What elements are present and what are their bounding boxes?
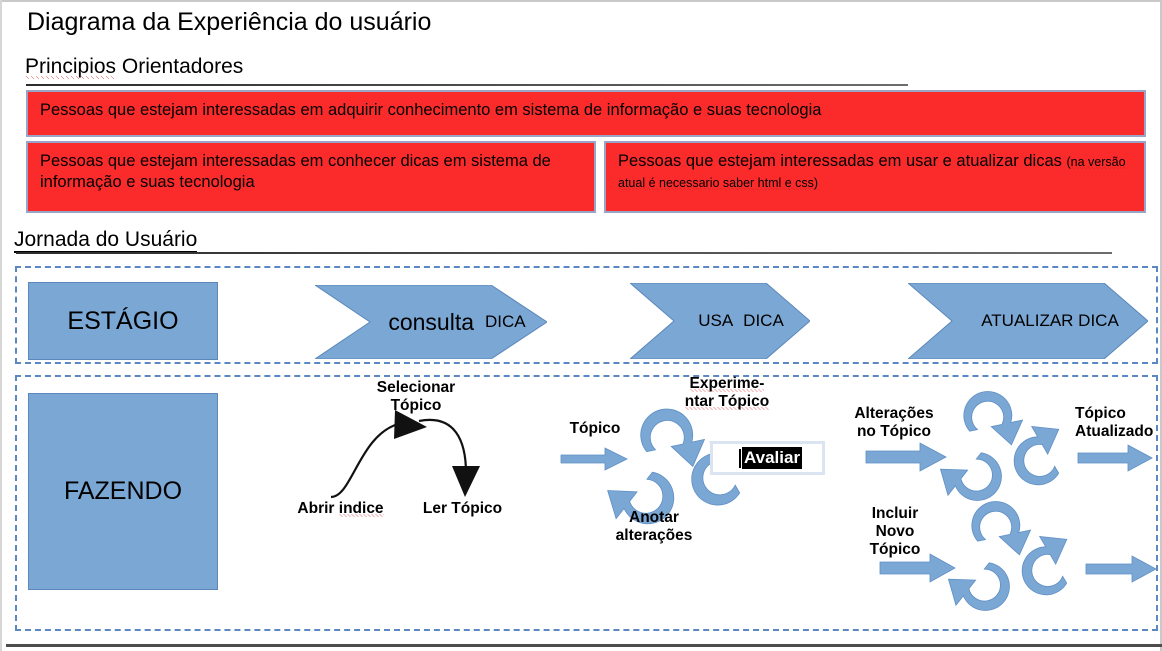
section-heading-principios-rest: Orientadores: [116, 55, 244, 78]
section-heading-jornada: Jornada do Usuário: [14, 228, 198, 253]
label-topico-atualizado-line1: Tópico: [1075, 405, 1126, 422]
principle-box-1[interactable]: Pessoas que estejam interessadas em adqu…: [26, 90, 1146, 137]
label-anotar-alteracoes-line1: Anotar: [629, 509, 679, 526]
label-experimentar-topico-line2: ntar Tópico: [684, 392, 770, 410]
journey-doing-row-container: [15, 375, 1158, 631]
section-rule-principios: [26, 84, 908, 86]
chevron-right-icon: [630, 283, 810, 359]
avaliar-textbox[interactable]: Avaliar: [710, 441, 825, 475]
stage-chevron-consulta[interactable]: consulta DICA: [315, 285, 547, 359]
principle-box-1-text: Pessoas que estejam interessadas em adqu…: [40, 101, 822, 119]
label-abrir-indice: Abrir indice: [283, 500, 398, 518]
journey-stage-row-container: [15, 266, 1158, 364]
principle-box-2-text: Pessoas que estejam interessadas em conh…: [40, 152, 551, 192]
label-alteracoes-no-topico-line1: Alterações: [854, 405, 934, 422]
label-selecionar-topico: Selecionar Tópico: [360, 379, 472, 415]
label-incluir-novo-topico-line1: Incluir: [871, 505, 919, 522]
principle-box-2[interactable]: Pessoas que estejam interessadas em conh…: [26, 141, 596, 213]
label-ler-topico: Ler Tópico: [422, 500, 503, 517]
page-border-bottom: [6, 644, 1162, 647]
chevron-right-icon: [315, 285, 547, 359]
page-title: Diagrama da Experiência do usuário: [27, 8, 432, 36]
doing-label-box[interactable]: FAZENDO: [28, 393, 218, 590]
label-incluir-novo-topico-line2: Novo: [875, 522, 915, 540]
label-selecionar-topico-line2: Tópico: [390, 396, 442, 414]
page-border-left: [0, 0, 2, 651]
misspelled-word-principios: Principios: [25, 55, 117, 79]
chevron-right-icon: [908, 283, 1148, 359]
section-rule-jornada: [16, 252, 1112, 254]
principle-box-3-text: Pessoas que estejam interessadas em usar…: [618, 152, 1062, 170]
page-border-top: [0, 0, 1162, 2]
label-topico-atualizado: Tópico Atualizado: [1075, 405, 1162, 441]
label-topico-input: Tópico: [569, 420, 621, 437]
principle-box-3[interactable]: Pessoas que estejam interessadas em usar…: [604, 141, 1146, 213]
label-alteracoes-no-topico-line2: no Tópico: [856, 422, 932, 440]
misspelled-word-indice: indice: [338, 500, 384, 517]
label-abrir-indice-prefix: Abrir: [297, 500, 339, 517]
stage-label-text: ESTÁGIO: [67, 306, 179, 335]
label-alteracoes-no-topico: Alterações no Tópico: [843, 405, 945, 441]
label-incluir-novo-topico-line3: Tópico: [869, 540, 921, 558]
label-experimentar-topico-line1: Experime-: [689, 375, 765, 392]
section-heading-principios: Principios Orientadores: [25, 55, 243, 79]
stage-chevron-usa[interactable]: USA DICA: [630, 283, 810, 359]
label-selecionar-topico-line1: Selecionar: [376, 379, 456, 396]
text-caret: [739, 448, 741, 468]
label-anotar-alteracoes: Anotar alterações: [598, 509, 710, 545]
avaliar-selected-text: Avaliar: [742, 447, 803, 469]
label-anotar-alteracoes-line2: alterações: [615, 526, 693, 544]
doing-label-text: FAZENDO: [63, 477, 183, 505]
stage-chevron-atualizar[interactable]: ATUALIZAR DICA: [908, 283, 1148, 359]
label-experimentar-topico: Experime- ntar Tópico: [672, 375, 782, 411]
stage-label-box[interactable]: ESTÁGIO: [28, 282, 218, 360]
section-heading-jornada-text: Jornada do Usuário: [14, 228, 198, 253]
page-border-right: [1160, 0, 1162, 651]
label-incluir-novo-topico: Incluir Novo Tópico: [855, 505, 935, 558]
label-topico-atualizado-line2: Atualizado: [1075, 422, 1154, 440]
